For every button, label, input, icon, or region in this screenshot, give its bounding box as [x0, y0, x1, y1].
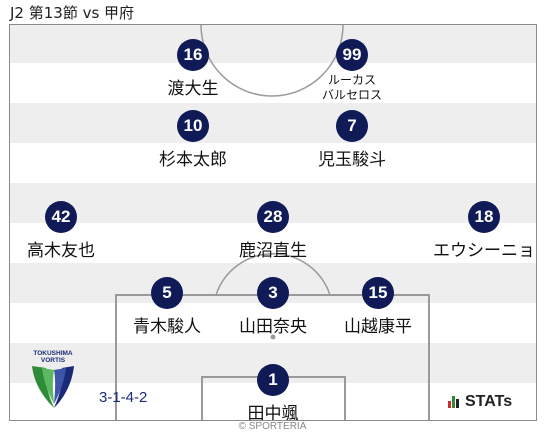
player-name-line1: ルーカス: [327, 73, 376, 87]
emblem-text-line2: VORTIS: [41, 357, 66, 364]
player-number: 10: [177, 110, 209, 142]
pitch: 16 渡大生 99 ルーカス バルセロス 10 杉本太郎 7 児玉駿斗 42 高…: [9, 24, 537, 421]
player-card[interactable]: 99 ルーカス バルセロス: [292, 39, 412, 103]
player-card[interactable]: 5 青木駿人: [107, 277, 227, 337]
emblem-text-line1: TOKUSHIMA: [33, 350, 73, 357]
player-name: 渡大生: [167, 79, 219, 99]
stats-label: STATs: [465, 393, 513, 410]
pitch-stripe: [10, 103, 536, 143]
stats-bars-icon: [448, 396, 460, 408]
player-card[interactable]: 16 渡大生: [133, 39, 253, 99]
player-number: 18: [468, 201, 500, 233]
copyright-text: © SPORTERIA: [238, 421, 307, 432]
player-name: ルーカス バルセロス: [292, 73, 412, 103]
player-name-line2: バルセロス: [321, 88, 382, 102]
player-card[interactable]: 28 鹿沼直生: [213, 201, 333, 261]
match-title: J2 第13節 vs 甲府: [10, 4, 135, 22]
player-card[interactable]: 3 山田奈央: [213, 277, 333, 337]
team-emblem: TOKUSHIMA VORTIS: [32, 350, 74, 408]
player-name: 田中颯: [247, 404, 299, 421]
player-number: 99: [336, 39, 368, 71]
player-card[interactable]: 18 エウシーニョ: [424, 201, 536, 261]
player-number: 7: [336, 110, 368, 142]
player-card[interactable]: 1 田中颯: [213, 364, 333, 421]
player-card[interactable]: 7 児玉駿斗: [292, 110, 412, 170]
stats-logo: STATs: [448, 393, 512, 411]
player-name: 児玉駿斗: [318, 150, 386, 170]
player-name: 青木駿人: [133, 317, 201, 337]
player-name: エウシーニョ: [433, 241, 535, 261]
player-number: 1: [257, 364, 289, 396]
player-name: 山田奈央: [239, 317, 307, 337]
player-number: 3: [257, 277, 289, 309]
player-name: 鹿沼直生: [239, 241, 307, 261]
player-number: 16: [177, 39, 209, 71]
player-name: 山越康平: [344, 317, 412, 337]
player-name: 杉本太郎: [159, 150, 227, 170]
pitch-stripe: [10, 25, 536, 63]
player-name: 高木友也: [27, 241, 95, 261]
player-number: 5: [151, 277, 183, 309]
player-card[interactable]: 10 杉本太郎: [133, 110, 253, 170]
formation-label: 3-1-4-2: [99, 389, 148, 406]
player-number: 15: [362, 277, 394, 309]
player-number: 42: [45, 201, 77, 233]
player-number: 28: [257, 201, 289, 233]
player-card[interactable]: 42 高木友也: [10, 201, 121, 261]
player-card[interactable]: 15 山越康平: [318, 277, 438, 337]
